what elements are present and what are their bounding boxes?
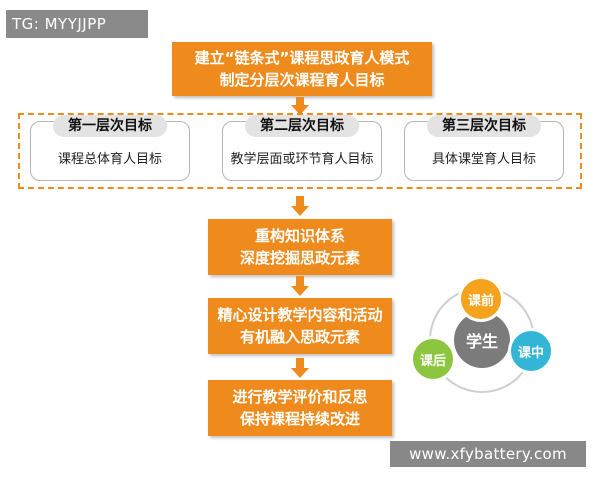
down-arrow-icon bbox=[291, 358, 309, 378]
levels-container bbox=[18, 113, 582, 189]
level-3-text: 具体课堂育人目标 bbox=[431, 152, 536, 167]
level-2-title: 第二层次目标 bbox=[245, 115, 359, 137]
top-goal-line-1: 建立“链条式”课程思政育人模式 bbox=[194, 49, 410, 67]
top-goal-line-2: 制定分层次课程育人目标 bbox=[219, 71, 385, 89]
down-arrow-icon bbox=[291, 196, 309, 216]
step-2-box: 精心设计教学内容和活动 有机融入思政元素 bbox=[208, 298, 392, 354]
down-arrow-icon bbox=[291, 97, 309, 115]
tag-label: TG: MYYJJPP bbox=[6, 10, 148, 38]
step-1-box: 重构知识体系 深度挖掘思政元素 bbox=[208, 219, 392, 275]
level-2-card: 第二层次目标 教学层面或环节育人目标 bbox=[222, 115, 382, 181]
level-3-card: 第三层次目标 具体课堂育人目标 bbox=[404, 115, 564, 181]
post-class-circle: 课后 bbox=[410, 336, 456, 382]
level-1-text: 课程总体育人目标 bbox=[57, 152, 162, 167]
step-3-line-1: 进行教学评价和反思 bbox=[232, 388, 368, 406]
level-3-title: 第三层次目标 bbox=[427, 115, 541, 137]
watermark: www.xfybattery.com bbox=[390, 441, 586, 467]
top-goal-box: 建立“链条式”课程思政育人模式 制定分层次课程育人目标 bbox=[172, 42, 432, 96]
in-class-circle: 课中 bbox=[508, 328, 554, 374]
step-2-line-2: 有机融入思政元素 bbox=[239, 328, 360, 346]
level-2-text: 教学层面或环节育人目标 bbox=[230, 152, 374, 167]
step-3-box: 进行教学评价和反思 保持课程持续改进 bbox=[208, 380, 392, 436]
level-1-title: 第一层次目标 bbox=[53, 115, 167, 137]
pre-class-circle: 课前 bbox=[458, 276, 504, 322]
level-1-card: 第一层次目标 课程总体育人目标 bbox=[30, 115, 190, 181]
step-3-line-2: 保持课程持续改进 bbox=[239, 410, 360, 428]
student-cycle-diagram: 学生 课前 课后 课中 bbox=[402, 272, 562, 412]
step-1-line-2: 深度挖掘思政元素 bbox=[239, 249, 360, 267]
step-1-line-1: 重构知识体系 bbox=[254, 227, 345, 245]
step-2-line-1: 精心设计教学内容和活动 bbox=[217, 306, 383, 324]
down-arrow-icon bbox=[291, 276, 309, 296]
